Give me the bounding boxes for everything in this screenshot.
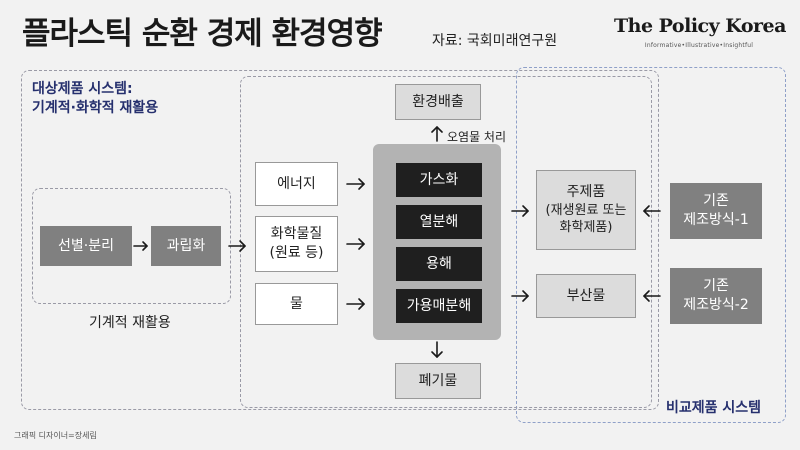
conventional-method-2-box: 기존 제조방식-2 xyxy=(670,268,762,324)
waste-box: 폐기물 xyxy=(395,363,481,399)
byproduct-label: 부산물 xyxy=(566,287,606,304)
chemical-input-box: 화학물질 (원료 등) xyxy=(255,216,338,272)
main-product-line3: 화학제품) xyxy=(559,220,613,236)
energy-label: 에너지 xyxy=(277,175,316,192)
water-input-box: 물 xyxy=(255,283,338,325)
sorting-separation-box: 선별·분리 xyxy=(40,226,132,266)
gasification-box: 가스화 xyxy=(396,163,482,197)
brand-tagline: Informative•Illustrative•Insightful xyxy=(644,42,754,49)
arrow-reactor-to-emissions xyxy=(431,126,443,142)
pyrolysis-box: 열분해 xyxy=(396,205,482,239)
arrow-reactor-to-byproduct xyxy=(511,290,529,302)
target-system-label: 대상제품 시스템: 기계적·화학적 재활용 xyxy=(32,80,158,118)
brand-logo: The Policy Korea xyxy=(614,15,786,37)
arrow-method2-to-byproduct xyxy=(643,290,661,302)
arrow-water-to-reactor xyxy=(346,298,365,310)
mechanical-recycling-caption: 기계적 재활용 xyxy=(89,315,171,331)
pelletizing-label: 과립화 xyxy=(166,237,206,254)
target-system-label-line1: 대상제품 시스템: xyxy=(32,81,133,97)
gasification-label: 가스화 xyxy=(419,171,459,188)
solvolysis-label: 가용매분해 xyxy=(406,297,472,314)
chemical-label-line1: 화학물질 xyxy=(270,226,323,243)
arrow-reactor-to-main-product xyxy=(511,205,529,217)
energy-input-box: 에너지 xyxy=(255,162,338,206)
comparison-system-frame xyxy=(516,67,786,423)
main-product-line2: (재생원료 또는 xyxy=(545,202,627,218)
conventional-method-2-line2: 제조방식-2 xyxy=(683,297,749,313)
pyrolysis-label: 열분해 xyxy=(419,213,459,230)
main-product-line1: 주제품 xyxy=(566,184,606,200)
target-system-label-line2: 기계적·화학적 재활용 xyxy=(32,99,159,116)
emissions-box: 환경배출 xyxy=(395,84,481,120)
arrow-reactor-to-waste xyxy=(431,341,443,358)
emissions-label: 환경배출 xyxy=(412,93,464,110)
main-product-box: 주제품 (재생원료 또는 화학제품) xyxy=(536,170,636,250)
source-note: 자료: 국회미래연구원 xyxy=(432,33,558,49)
graphic-credit: 그래픽 디자이너=장세림 xyxy=(14,431,97,440)
dissolution-box: 용해 xyxy=(396,247,482,281)
page-title: 플라스틱 순환 경제 환경영향 xyxy=(22,16,383,52)
waste-label: 폐기물 xyxy=(418,372,458,389)
arrow-pellet-to-process xyxy=(228,240,246,252)
arrow-chemical-to-reactor xyxy=(346,238,365,250)
arrow-method1-to-main-product xyxy=(643,205,661,217)
target-system-frame xyxy=(21,70,659,410)
pelletizing-box: 과립화 xyxy=(151,226,221,266)
pollutant-treatment-label: 오염물 처리 xyxy=(447,130,507,144)
sorting-separation-label: 선별·분리 xyxy=(58,237,114,254)
conventional-method-1-line1: 기존 xyxy=(703,193,729,210)
byproduct-box: 부산물 xyxy=(536,274,636,318)
conventional-method-1-box: 기존 제조방식-1 xyxy=(670,183,762,239)
water-label: 물 xyxy=(290,295,303,312)
conventional-method-1-line2: 제조방식-1 xyxy=(683,212,749,228)
dissolution-label: 용해 xyxy=(426,255,452,272)
chemical-label-line2: (원료 등) xyxy=(269,245,324,261)
arrow-sort-to-pellet xyxy=(133,241,148,251)
comparison-system-label: 비교제품 시스템 xyxy=(666,400,762,416)
conventional-method-2-line1: 기존 xyxy=(703,278,729,295)
arrow-energy-to-reactor xyxy=(346,178,365,190)
solvolysis-box: 가용매분해 xyxy=(396,289,482,323)
